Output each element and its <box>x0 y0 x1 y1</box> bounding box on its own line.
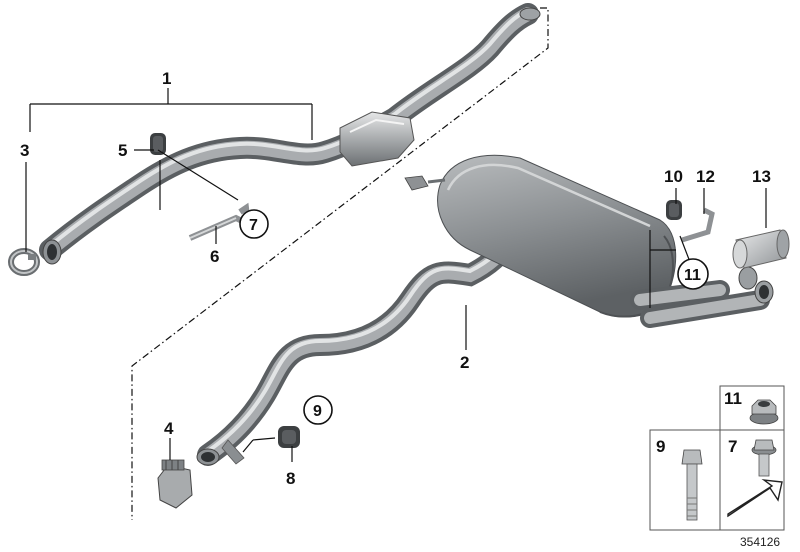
inset-label-9: 9 <box>656 437 665 456</box>
rubber-mount-center <box>278 426 300 448</box>
svg-text:7: 7 <box>249 217 258 234</box>
inset-label-11: 11 <box>724 389 742 408</box>
svg-text:9: 9 <box>313 403 322 420</box>
callout-4: 4 <box>164 419 174 438</box>
fastener-inset: 11 9 7 <box>649 385 785 531</box>
callout-5: 5 <box>118 141 127 160</box>
callout-1: 1 <box>162 69 171 88</box>
callout-3: 3 <box>20 141 29 160</box>
catalytic-converter <box>339 111 415 167</box>
callout-12: 12 <box>696 167 715 186</box>
leader-lines <box>25 88 767 462</box>
circled-callout-11: 11 <box>677 258 709 290</box>
circled-callout-7: 7 <box>239 209 269 239</box>
reference-number: 354126 <box>740 535 780 549</box>
tailpipe-trim-sleeve <box>732 229 790 269</box>
callout-2: 2 <box>460 353 469 372</box>
hanger-bracket-rear <box>681 207 715 243</box>
callout-13: 13 <box>752 167 771 186</box>
callout-6: 6 <box>210 247 219 266</box>
svg-text:11: 11 <box>684 267 701 284</box>
inset-label-7: 7 <box>728 437 737 456</box>
callouts: 1 2 3 4 5 6 8 10 12 13 <box>20 69 771 488</box>
front-pipe-assembly <box>39 3 541 265</box>
flange-bolt-icon <box>751 439 777 477</box>
hex-flange-nut-icon <box>749 399 779 425</box>
dashed-assembly-lines <box>131 7 549 520</box>
rubber-mount-rear <box>666 200 682 220</box>
circled-callout-9: 9 <box>303 395 333 425</box>
long-bolt-icon <box>681 449 703 521</box>
callout-10: 10 <box>664 167 683 186</box>
direction-arrow-icon <box>727 479 783 518</box>
pipe-clamp-front <box>8 248 40 276</box>
callout-8: 8 <box>286 469 295 488</box>
center-pipe <box>196 229 521 466</box>
rubber-mount-front <box>150 133 166 155</box>
rear-muffler <box>404 154 774 328</box>
pipe-clamp-rear <box>157 459 193 509</box>
